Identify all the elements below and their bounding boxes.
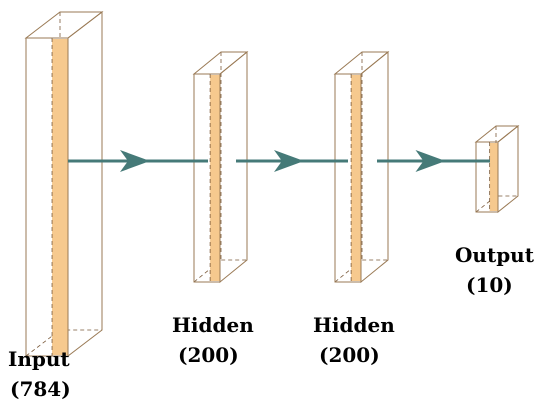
label-hidden2-name: Hidden — [313, 313, 395, 337]
label-hidden1-name: Hidden — [172, 313, 254, 337]
arrow-input-to-hidden1 — [68, 150, 208, 172]
label-input-name: Input — [8, 347, 70, 371]
label-hidden1-size: (200) — [178, 343, 239, 367]
label-hidden2-size: (200) — [319, 343, 380, 367]
layer-block-input — [24, 10, 104, 358]
arrow-hidden2-to-output — [377, 150, 490, 172]
label-input-size: (784) — [10, 377, 71, 401]
label-output-size: (10) — [466, 273, 513, 297]
label-output-name: Output — [455, 243, 535, 267]
layer-block-hidden1 — [192, 50, 249, 284]
arrow-hidden1-to-hidden2 — [236, 150, 348, 172]
layer-block-hidden2 — [333, 50, 390, 284]
layer-block-output — [474, 124, 520, 214]
